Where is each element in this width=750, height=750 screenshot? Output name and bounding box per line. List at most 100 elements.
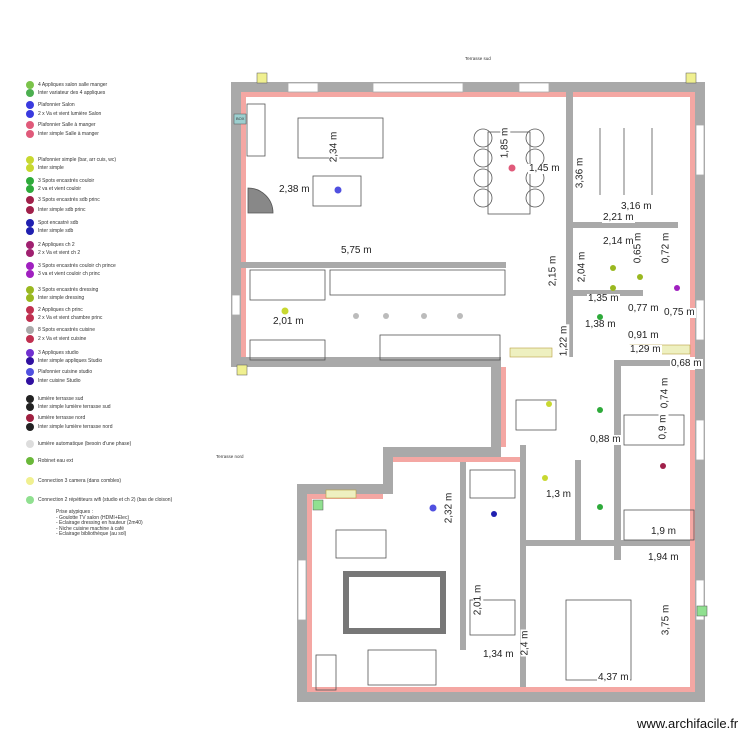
legend-symbol-icon [26, 357, 34, 365]
legend-item: Inter simple [26, 164, 64, 172]
dimension-label: 2,21 m [602, 212, 635, 223]
dimension-label: 2,38 m [278, 184, 311, 195]
legend-label: Plafonnier simple (bar, arr cuis, wc) [38, 157, 117, 163]
legend-label: Inter simple sdb princ [38, 207, 86, 213]
dimension-label: 0,68 m [670, 358, 703, 369]
legend-item: 2 va et vient couloir [26, 185, 81, 193]
legend-label: Robinet eau ext [38, 458, 74, 464]
legend-symbol-icon [26, 349, 34, 357]
legend-symbol-icon [26, 177, 34, 185]
legend-symbol-icon [26, 335, 34, 343]
legend-label: Inter cuisine Studio [38, 378, 81, 384]
dimension-label: 1,35 m [587, 293, 620, 304]
note-line: - Goulotte TV salon (HDMI+Elec) [56, 514, 130, 521]
connection-boxes [233, 72, 708, 617]
furniture [246, 103, 695, 691]
legend-label: Inter simple appliques Studio [38, 358, 103, 364]
legend-symbol-icon [26, 101, 34, 109]
legend-symbol-icon [26, 314, 34, 322]
legend-symbol-icon [26, 206, 34, 214]
legend-symbol-icon [26, 294, 34, 302]
legend-label: 2 x Va et vient lumière Salon [38, 111, 102, 117]
legend-item: 3 Spots encastrés sdb princ [26, 196, 100, 204]
legend-symbol-icon [26, 377, 34, 385]
dimension-label: 2,01 m [272, 316, 305, 327]
dimension-label: 1,45 m [528, 163, 561, 174]
legend-item: Inter simple dressing [26, 294, 85, 302]
legend-symbol-icon [26, 121, 34, 129]
legend-item: Plafonnier Salon [26, 101, 75, 109]
legend-item: lumière terrasse sud [26, 395, 83, 403]
legend-label: 2 x Va et vient cuisine [38, 336, 87, 342]
legend-label: 3 Spots encastrés couloir ch prince [38, 263, 116, 269]
legend-label: 2 x Va et vient chambre princ [38, 315, 103, 321]
legend-item: Inter simple sdb princ [26, 206, 86, 214]
legend-label: Plafonnier Salon [38, 102, 75, 108]
light-fixtures [281, 164, 680, 517]
legend-symbol-icon [26, 306, 34, 314]
legend-symbol-icon [26, 219, 34, 227]
legend-symbol-icon [26, 286, 34, 294]
label-terrasse-nord: Terrasse nord [216, 454, 244, 459]
legend-item: Spot encastré sdb [26, 219, 78, 227]
legend-symbol-icon [26, 196, 34, 204]
legend-item: Plafonnier Salle à manger [26, 121, 96, 129]
legend-symbol-icon [26, 457, 34, 465]
note-title: Prise atypiques : [56, 509, 93, 515]
dimension-label: 0,65 m [632, 231, 644, 265]
legend-label: Inter simple [38, 165, 64, 171]
legend-item: Inter simple Salle à manger [26, 130, 99, 138]
dimension-label: 1,34 m [482, 649, 515, 660]
legend-symbol-icon [26, 185, 34, 193]
legend-label: Inter simple dressing [38, 295, 85, 301]
legend-symbol-icon [26, 156, 34, 164]
legend-label: Inter simple sdb [38, 228, 74, 234]
legend-symbol-icon [26, 368, 34, 376]
dimension-label: 4,37 m [597, 672, 630, 683]
legend-symbol-icon [26, 477, 34, 485]
legend-symbol-icon [26, 423, 34, 431]
legend-label: Plafonnier cuisine studio [38, 369, 93, 375]
dimension-label: 1,3 m [545, 489, 573, 500]
legend-symbol-icon [26, 164, 34, 172]
legend-label: 3 Appliques studio [38, 350, 79, 356]
dimension-label: 1,94 m [647, 552, 680, 563]
legend-item: lumière terrasse nord [26, 414, 85, 422]
legend-item: 2 x Va et vient lumière Salon [26, 110, 102, 118]
legend-label: Plafonnier Salle à manger [38, 122, 96, 128]
note-line: - Niche cuisine machine à café [56, 525, 125, 532]
dimension-label: 2,4 m [519, 629, 531, 657]
dimension-label: 0,72 m [660, 231, 672, 265]
legend-symbol-icon [26, 81, 34, 89]
legend-label: 3 va et vient couloir ch princ [38, 271, 100, 277]
legend-label: 8 Spots encastrés cuisine [38, 327, 95, 333]
windows [231, 82, 705, 621]
legend-item: Inter simple appliques Studio [26, 357, 103, 365]
dimension-label: 3,16 m [620, 201, 653, 212]
legend-item: 4 Appliques salon salle manger [26, 81, 107, 89]
dimension-label: 1,85 m [499, 126, 511, 160]
legend-item: 2 x Va et vient chambre princ [26, 314, 103, 322]
dimension-label: 2,14 m [602, 236, 635, 247]
dimension-label: 5,75 m [340, 245, 373, 256]
planters [325, 344, 691, 499]
box-label: BOX [236, 116, 245, 121]
legend-symbol-icon [26, 414, 34, 422]
legend-item: 3 Spots encastrés dressing [26, 286, 98, 294]
legend-symbol-icon [26, 262, 34, 270]
legend-item: 8 Spots encastrés cuisine [26, 326, 95, 334]
legend-symbol-icon [26, 227, 34, 235]
dimension-label: 2,04 m [576, 250, 588, 284]
legend-symbol-icon [26, 270, 34, 278]
legend-symbol-icon [26, 110, 34, 118]
dimension-label: 1,22 m [558, 324, 570, 358]
legend-symbol-icon [26, 403, 34, 411]
legend-symbol-icon [26, 241, 34, 249]
legend-label: 2 Appliques ch princ [38, 307, 83, 313]
dimension-label: 3,75 m [660, 603, 672, 637]
legend-label: lumière automatique (besoin d'une phase) [38, 441, 132, 447]
legend-symbol-icon [26, 496, 34, 504]
legend-symbol-icon [26, 440, 34, 448]
